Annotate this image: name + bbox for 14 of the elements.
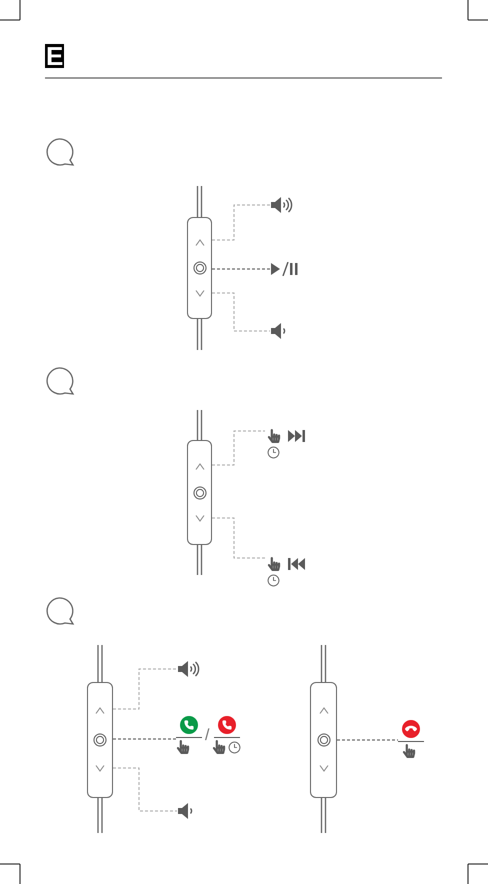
leader-line [112,768,178,812]
leader-line [112,668,178,710]
leader-line [212,518,266,558]
leader-line [212,430,266,466]
slash-separator: / [205,728,210,744]
remote-control [187,440,212,545]
remote-control [310,682,337,798]
language-letter: E [45,44,64,68]
leader-line [212,292,270,332]
remote-control [87,682,113,798]
leader-line [212,268,270,270]
leader-line [212,204,270,240]
leader-line [112,738,176,740]
remote-control [187,217,212,319]
